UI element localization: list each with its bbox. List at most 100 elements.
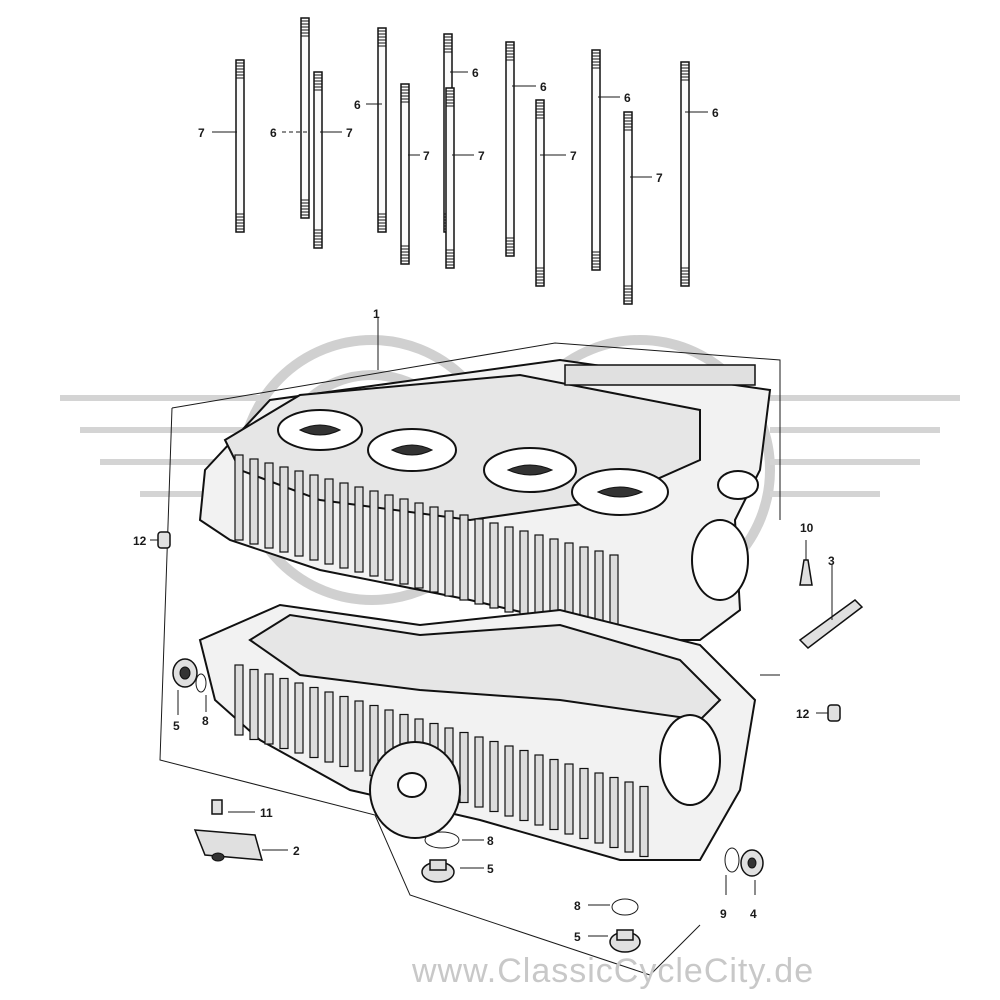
cooling-fin bbox=[609, 776, 619, 849]
stud-bolt bbox=[535, 99, 545, 287]
label-7e: 7 bbox=[570, 149, 577, 163]
cooling-fin bbox=[534, 754, 544, 826]
stud-bolt bbox=[313, 71, 323, 249]
cooling-fin bbox=[309, 686, 319, 759]
label-3: 3 bbox=[828, 554, 835, 568]
cooling-fin bbox=[264, 673, 274, 745]
cooling-fin bbox=[354, 486, 364, 573]
label-7c: 7 bbox=[423, 149, 430, 163]
part-4-plug bbox=[740, 849, 764, 895]
cooling-fin bbox=[519, 749, 529, 822]
cooling-fin bbox=[459, 514, 469, 601]
cooling-fin bbox=[234, 454, 244, 541]
stud-leaders bbox=[212, 71, 708, 178]
cooling-fin bbox=[294, 470, 304, 557]
cooling-fin bbox=[249, 668, 259, 741]
cooling-fin bbox=[474, 518, 484, 605]
cooling-fin bbox=[279, 466, 289, 553]
label-6c: 6 bbox=[472, 66, 479, 80]
label-7a: 7 bbox=[198, 126, 205, 140]
label-5a: 5 bbox=[173, 719, 180, 733]
part-5-bottom bbox=[588, 929, 641, 953]
label-8c: 8 bbox=[574, 899, 581, 913]
label-1: 1 bbox=[373, 307, 380, 321]
cooling-fin bbox=[369, 490, 379, 577]
label-6e: 6 bbox=[624, 91, 631, 105]
label-12a: 12 bbox=[133, 534, 147, 548]
cooling-fin bbox=[504, 745, 514, 817]
label-8b: 8 bbox=[487, 834, 494, 848]
cooling-fin bbox=[534, 534, 544, 621]
cooling-fin bbox=[549, 758, 559, 831]
watermark-text: www.ClassicCycleCity.de bbox=[411, 952, 814, 990]
label-6d: 6 bbox=[540, 80, 547, 94]
cooling-fin bbox=[234, 664, 244, 736]
label-2: 2 bbox=[293, 844, 300, 858]
cooling-fin bbox=[279, 677, 289, 750]
upper-crankcase bbox=[198, 358, 772, 641]
cooling-fin bbox=[429, 506, 439, 593]
cooling-fin bbox=[294, 682, 304, 754]
cooling-fin bbox=[339, 482, 349, 569]
label-6f: 6 bbox=[712, 106, 719, 120]
part-5-left bbox=[172, 658, 198, 715]
label-8a: 8 bbox=[202, 714, 209, 728]
label-4: 4 bbox=[750, 907, 757, 921]
cooling-fin bbox=[399, 498, 409, 585]
label-7f: 7 bbox=[656, 171, 663, 185]
cooling-fin bbox=[624, 781, 634, 853]
cooling-fin bbox=[324, 691, 334, 763]
stud-bolt bbox=[377, 27, 387, 233]
cooling-fin bbox=[414, 502, 424, 589]
cooling-fin bbox=[459, 731, 469, 804]
part-10-plug bbox=[799, 540, 813, 586]
label-5b: 5 bbox=[487, 862, 494, 876]
part-8-center bbox=[424, 831, 484, 849]
lower-crankcase bbox=[198, 603, 757, 861]
cooling-fin bbox=[489, 740, 499, 813]
cooling-fin bbox=[309, 474, 319, 561]
part-9-oring bbox=[724, 847, 740, 895]
label-6b: 6 bbox=[354, 98, 361, 112]
label-6a: 6 bbox=[270, 126, 277, 140]
label-9: 9 bbox=[720, 907, 727, 921]
stud-bolt bbox=[400, 83, 410, 265]
part-8-bottom bbox=[588, 898, 639, 916]
stud-bolt bbox=[505, 41, 515, 257]
assembly-outline bbox=[159, 318, 781, 976]
label-11: 11 bbox=[260, 806, 273, 820]
part-12-right bbox=[816, 704, 841, 722]
cooling-fin bbox=[564, 763, 574, 835]
part-12-left bbox=[150, 531, 171, 549]
cooling-fin bbox=[264, 462, 274, 549]
cylinder-studs bbox=[235, 17, 690, 305]
stud-bolt bbox=[300, 17, 310, 219]
part-11-screw bbox=[211, 799, 255, 815]
label-7b: 7 bbox=[346, 126, 353, 140]
stud-bolt bbox=[680, 61, 690, 287]
cooling-fin bbox=[444, 510, 454, 597]
stud-bolt bbox=[623, 111, 633, 305]
label-12b: 12 bbox=[796, 707, 810, 721]
label-10: 10 bbox=[800, 521, 814, 535]
cooling-fin bbox=[639, 785, 649, 858]
label-7d: 7 bbox=[478, 149, 485, 163]
cooling-fin bbox=[594, 772, 604, 844]
part-2-bracket bbox=[193, 829, 288, 862]
cooling-fin bbox=[384, 494, 394, 581]
cooling-fin bbox=[504, 526, 514, 613]
label-5c: 5 bbox=[574, 930, 581, 944]
cooling-fin bbox=[339, 695, 349, 768]
cooling-fin bbox=[519, 530, 529, 617]
cooling-fin bbox=[354, 700, 364, 772]
part-3-bracket bbox=[798, 565, 864, 649]
part-5-center bbox=[421, 859, 484, 883]
stud-bolt bbox=[591, 49, 601, 271]
stud-bolt bbox=[445, 87, 455, 269]
cooling-fin bbox=[579, 767, 589, 840]
cooling-fin bbox=[474, 736, 484, 808]
cooling-fin bbox=[324, 478, 334, 565]
cooling-fin bbox=[489, 522, 499, 609]
part-8-left bbox=[195, 673, 207, 712]
